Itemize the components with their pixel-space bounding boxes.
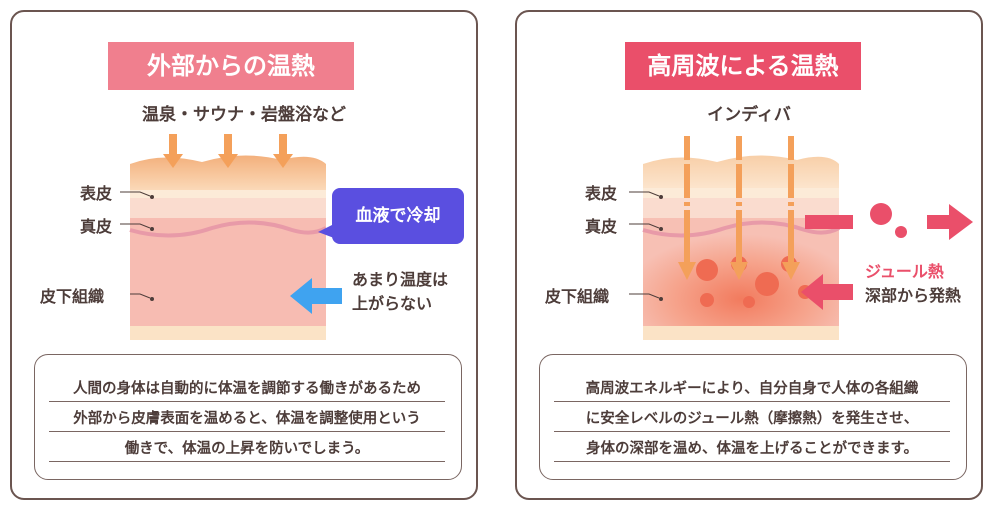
panel-title: 高周波による温熱 (625, 42, 861, 90)
skin-diagram (629, 136, 973, 340)
cooling-bubble: 血液で冷却 (332, 188, 464, 244)
label-dermis: 真皮 (585, 217, 618, 236)
label-epidermis: 表皮 (80, 184, 113, 203)
note-line: 身体の深部を温め、体温を上げることができます。 (554, 437, 950, 462)
panel-title: 外部からの温熱 (108, 42, 354, 90)
orange-down-arrow-icon (678, 136, 800, 280)
blood-vessel (642, 220, 840, 238)
label-subcutis: 皮下組織 (545, 287, 610, 306)
note-line: 高周波エネルギーにより、自分自身で人体の各組織 (554, 377, 950, 402)
note-line: 人間の身体は自動的に体温を調節する働きがあるため (49, 377, 445, 402)
pink-left-arrow-icon (801, 274, 853, 310)
joule-heat-label: ジュール熱 (865, 262, 944, 281)
label-subcutis: 皮下組織 (40, 287, 105, 306)
panel-external-heat: 外部からの温熱 温泉・サウナ・岩盤浴など (10, 10, 478, 500)
panel-radiofrequency-heat: 高周波による温熱 インディバ (515, 10, 983, 500)
note-line: に安全レベルのジュール熱（摩擦熱）を発生させ、 (554, 407, 950, 432)
heat-source-label: 温泉・サウナ・岩盤浴など (142, 105, 346, 125)
pink-right-arrow-icon (805, 203, 973, 240)
note-line: 働きで、体温の上昇を防いでしまう。 (49, 437, 445, 462)
explanation-box: 高周波エネルギーにより、自分自身で人体の各組織 に安全レベルのジュール熱（摩擦熱… (539, 354, 967, 480)
epidermis-layer (130, 155, 326, 190)
side-note-line2: 上がらない (352, 294, 433, 313)
side-note-line2: 深部から発熱 (865, 286, 962, 305)
skin-diagram (120, 134, 342, 340)
side-note: ジュール熱 深部から発熱 (865, 260, 961, 308)
label-epidermis: 表皮 (585, 184, 618, 203)
explanation-box: 人間の身体は自動的に体温を調節する働きがあるため 外部から皮膚表面を温めると、体… (34, 354, 462, 480)
blue-left-arrow-icon (290, 278, 342, 314)
label-dermis: 真皮 (80, 217, 113, 236)
orange-down-arrow-icon (163, 134, 293, 168)
heat-source-label: インディバ (707, 105, 791, 125)
side-note-line1: あまり温度は (352, 270, 449, 289)
note-line: 外部から皮膚表面を温めると、体温を調整使用という (49, 407, 445, 432)
side-note: あまり温度は 上がらない (352, 268, 448, 316)
blood-vessel (129, 220, 327, 238)
